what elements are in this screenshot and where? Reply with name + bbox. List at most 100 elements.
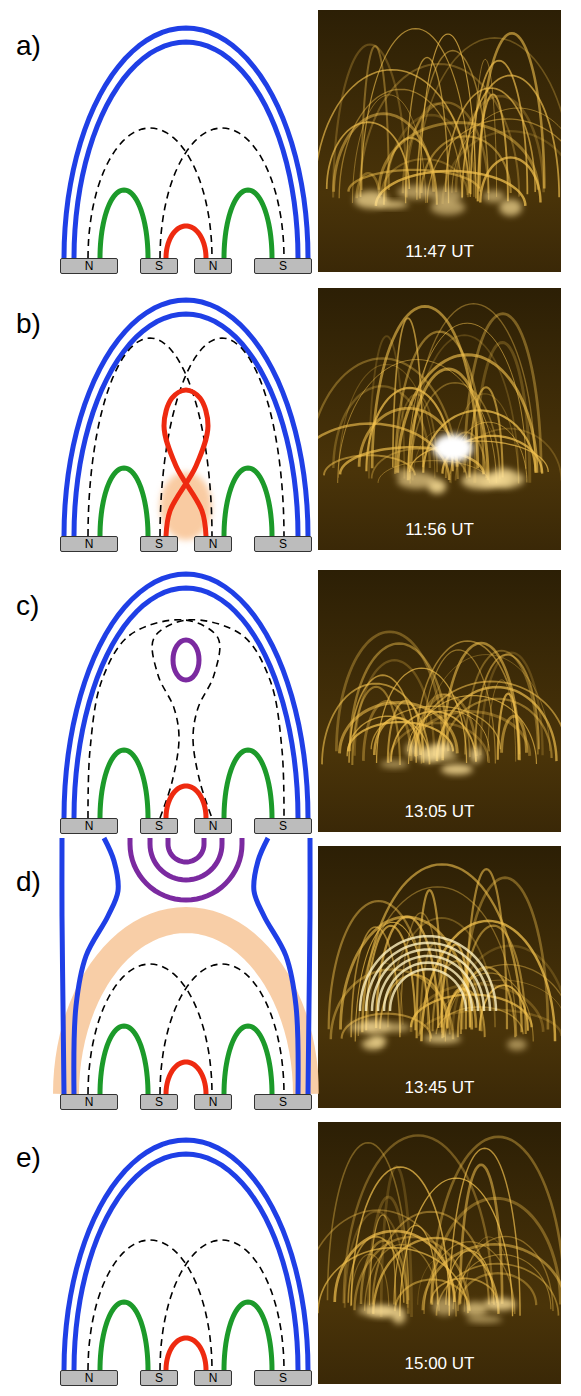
polarity-box: N xyxy=(60,536,118,552)
closed-field-line xyxy=(74,588,298,818)
polarity-label: N xyxy=(85,819,94,833)
polarity-box: N xyxy=(194,1370,232,1386)
bright-kernel xyxy=(484,1298,517,1310)
polarity-label: S xyxy=(155,537,163,551)
emerging-loop xyxy=(166,786,206,818)
polarity-label: S xyxy=(279,537,287,551)
coronal-loop xyxy=(449,1148,520,1316)
emerging-loop xyxy=(166,1338,206,1370)
separatrix xyxy=(160,1240,284,1370)
side-loop xyxy=(224,468,272,536)
bright-kernel xyxy=(431,200,466,215)
separatrix xyxy=(88,338,212,536)
panel-letter: b) xyxy=(16,308,41,340)
bright-kernel xyxy=(499,199,521,216)
bright-kernel xyxy=(354,191,388,209)
separatrix xyxy=(160,964,284,1094)
emerging-loop xyxy=(166,226,206,258)
image-ground xyxy=(318,288,561,550)
bright-kernel xyxy=(397,185,435,199)
bright-kernel xyxy=(424,1034,461,1043)
bright-kernel xyxy=(470,747,482,763)
euv-image xyxy=(318,288,561,550)
coronal-loop xyxy=(432,1137,561,1305)
polarity-box: S xyxy=(140,1094,178,1110)
polarity-label: S xyxy=(279,259,287,273)
polarity-box: S xyxy=(140,536,178,552)
coronal-loop xyxy=(421,650,495,764)
coronal-loop xyxy=(475,342,530,482)
coronal-loop xyxy=(443,699,552,758)
polarity-box: S xyxy=(140,1370,178,1386)
open-field-line xyxy=(74,838,118,1094)
side-loop xyxy=(224,1302,272,1370)
polarity-box: S xyxy=(254,536,312,552)
polarity-box: N xyxy=(194,818,232,834)
polarity-box: S xyxy=(140,258,178,274)
closed-field-line xyxy=(64,300,308,536)
coronal-loop xyxy=(333,45,407,198)
bright-kernel xyxy=(491,471,524,488)
coronal-loop xyxy=(358,887,516,1036)
time-stamp: 15:00 UT xyxy=(318,1354,561,1374)
plasmoid-loop xyxy=(173,640,199,680)
open-field-line xyxy=(308,838,310,1094)
euv-image xyxy=(318,570,561,832)
polarity-label: S xyxy=(155,1095,163,1109)
polarity-box: N xyxy=(194,1094,232,1110)
polarity-box: N xyxy=(194,258,232,274)
separatrix xyxy=(160,128,284,258)
heating-glow xyxy=(66,920,306,1094)
post-flare-loop xyxy=(360,936,496,1011)
side-loop xyxy=(224,1026,272,1094)
coronal-loop xyxy=(410,335,519,483)
polarity-label: N xyxy=(85,1095,94,1109)
coronal-loop xyxy=(379,123,538,190)
time-stamp: 13:45 UT xyxy=(318,1078,561,1098)
open-field-line xyxy=(254,838,298,1094)
bright-kernel xyxy=(483,190,505,202)
side-loop xyxy=(100,1026,148,1094)
polarity-label: S xyxy=(155,819,163,833)
coronal-loop xyxy=(446,1251,494,1305)
closed-field-line xyxy=(64,574,308,818)
ejected-plasmoid xyxy=(130,838,242,900)
polarity-label: S xyxy=(279,1095,287,1109)
time-stamp: 13:05 UT xyxy=(318,802,561,822)
euv-image xyxy=(318,1122,561,1384)
panel-letter: d) xyxy=(16,866,41,898)
panel-letter: a) xyxy=(16,30,41,62)
coronal-loop xyxy=(351,1167,449,1306)
bright-kernel xyxy=(463,1302,488,1316)
polarity-box: S xyxy=(254,1370,312,1386)
polarity-label: N xyxy=(85,259,94,273)
bright-kernel xyxy=(441,764,473,775)
polarity-box: S xyxy=(254,818,312,834)
polarity-label: N xyxy=(85,537,94,551)
ejected-plasmoid xyxy=(150,838,222,880)
coronal-loop xyxy=(318,1210,456,1316)
polarity-box: S xyxy=(140,818,178,834)
side-loop xyxy=(224,190,272,258)
coronal-loop xyxy=(340,917,471,1030)
coronal-loop xyxy=(322,684,430,765)
polarity-box: N xyxy=(194,536,232,552)
polarity-label: S xyxy=(279,819,287,833)
side-loop xyxy=(224,750,272,818)
euv-image xyxy=(318,846,561,1108)
open-field-line xyxy=(62,838,64,1094)
closed-field-line xyxy=(64,28,308,258)
polarity-box: S xyxy=(254,1094,312,1110)
bright-kernel xyxy=(427,753,459,761)
side-loop xyxy=(100,468,148,536)
polarity-box: S xyxy=(254,258,312,274)
polarity-label: N xyxy=(209,1095,218,1109)
closed-field-line xyxy=(74,1154,298,1370)
polarity-box: N xyxy=(60,818,118,834)
flare-kernel xyxy=(433,434,473,462)
bright-kernel xyxy=(507,1039,527,1051)
closed-field-line xyxy=(64,1140,308,1370)
euv-image xyxy=(318,10,561,272)
time-stamp: 11:47 UT xyxy=(318,242,561,262)
